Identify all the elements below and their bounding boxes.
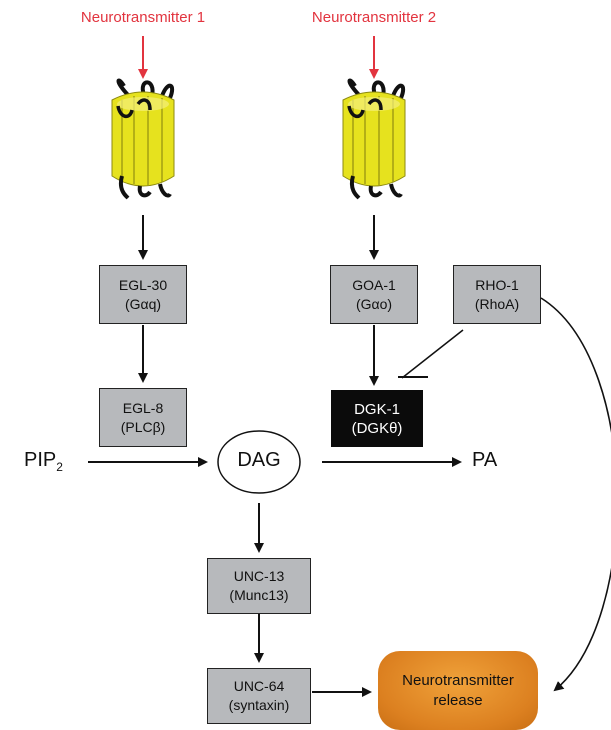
unc64-box: UNC-64 (syntaxin) — [207, 668, 311, 724]
unc64-homolog: (syntaxin) — [228, 697, 290, 713]
egl8-homolog: (PLCβ) — [120, 418, 166, 435]
rho1-name: RHO-1 — [475, 276, 519, 293]
goa1-box: GOA-1 (Gαo) — [330, 265, 418, 324]
dgk1-homolog: (DGKθ) — [351, 419, 403, 437]
egl30-box: EGL-30 (Gαq) — [99, 265, 187, 324]
egl30-name: EGL-30 — [118, 276, 168, 293]
pa-label: PA — [472, 449, 498, 471]
neurotransmitter-2-label: Neurotransmitter 2 — [311, 9, 437, 26]
receptor-2-icon — [342, 78, 406, 200]
arrow-rho1-release — [540, 297, 611, 692]
release-line-1: Neurotransmitter — [402, 671, 514, 689]
neurotransmitter-1-label: Neurotransmitter 1 — [80, 9, 206, 26]
neurotransmitter-release-node: Neurotransmitter release — [378, 651, 538, 730]
rho1-box: RHO-1 (RhoA) — [453, 265, 541, 324]
dag-ellipse — [217, 430, 301, 494]
dgk1-name: DGK-1 — [354, 400, 400, 418]
pip2-label: PIP2 — [24, 449, 63, 474]
dag-label: DAG — [237, 449, 281, 471]
receptor-1-icon — [111, 78, 175, 200]
pip-text: PIP — [24, 449, 57, 471]
inhibit-rho1-dgk1 — [401, 329, 464, 379]
egl8-name: EGL-8 — [122, 399, 164, 416]
unc13-box: UNC-13 (Munc13) — [207, 558, 311, 614]
pip-subscript: 2 — [56, 460, 63, 474]
egl30-homolog: (Gαq) — [124, 295, 162, 312]
unc64-name: UNC-64 — [233, 678, 285, 694]
dgk1-box: DGK-1 (DGKθ) — [331, 390, 423, 447]
goa1-name: GOA-1 — [352, 276, 396, 293]
release-line-2: release — [433, 691, 483, 709]
rho1-homolog: (RhoA) — [474, 295, 520, 312]
unc13-name: UNC-13 — [233, 568, 285, 584]
egl8-box: EGL-8 (PLCβ) — [99, 388, 187, 447]
goa1-homolog: (Gαo) — [355, 295, 393, 312]
unc13-homolog: (Munc13) — [229, 587, 289, 603]
